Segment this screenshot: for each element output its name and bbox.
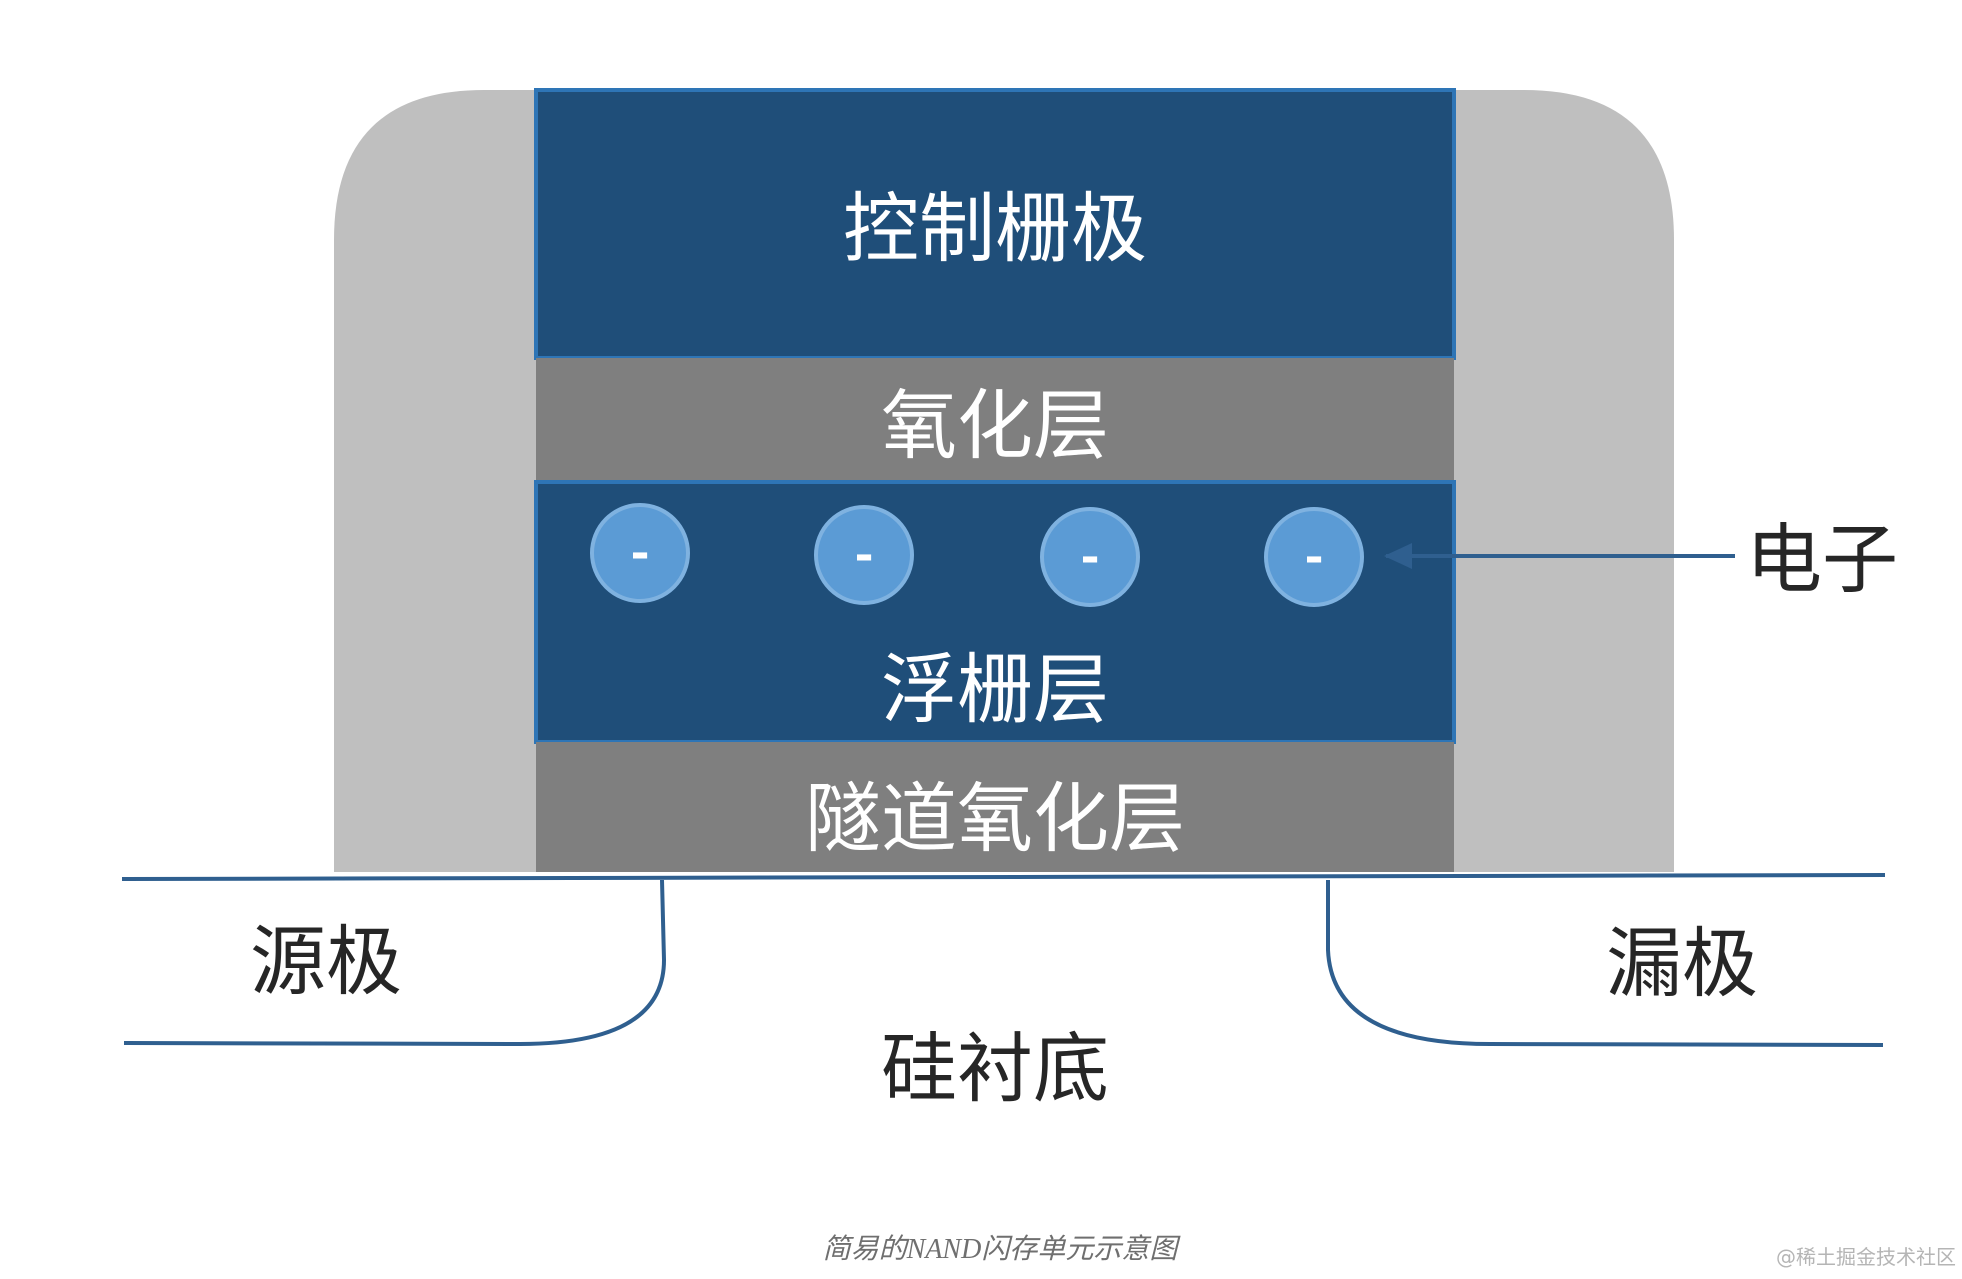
tunnel-oxide-label: 隧道氧化层 xyxy=(805,774,1185,863)
oxide-layer-block xyxy=(536,358,1454,480)
watermark: @稀土掘金技术社区 xyxy=(1776,1245,1956,1269)
electron-2-sign: - xyxy=(854,527,873,581)
electron-1-sign: - xyxy=(630,525,649,579)
substrate-top-line xyxy=(121,873,1886,881)
electron-4: - xyxy=(1264,507,1364,607)
figure-caption: 简易的NAND闪存单元示意图 xyxy=(823,1234,1182,1265)
electron-2: - xyxy=(814,505,914,605)
substrate-label: 硅衬底 xyxy=(881,1024,1109,1113)
electron-pointer-arrowhead xyxy=(1384,543,1412,569)
floating-gate-label: 浮栅层 xyxy=(881,645,1109,734)
electron-label: 电子 xyxy=(1746,515,1898,604)
control-gate-label: 控制栅极 xyxy=(843,184,1147,273)
source-boundary-line xyxy=(123,879,667,1047)
oxide-layer-label: 氧化层 xyxy=(881,381,1109,470)
drain-boundary-line xyxy=(1326,880,1884,1047)
electron-3: - xyxy=(1040,507,1140,607)
electron-3-sign: - xyxy=(1080,529,1099,583)
electron-4-sign: - xyxy=(1304,529,1323,583)
source-label: 源极 xyxy=(250,917,402,1006)
tunnel-oxide-block xyxy=(536,742,1454,872)
control-gate-block xyxy=(534,88,1456,360)
electron-1: - xyxy=(590,503,690,603)
drain-label: 漏极 xyxy=(1606,919,1758,1008)
